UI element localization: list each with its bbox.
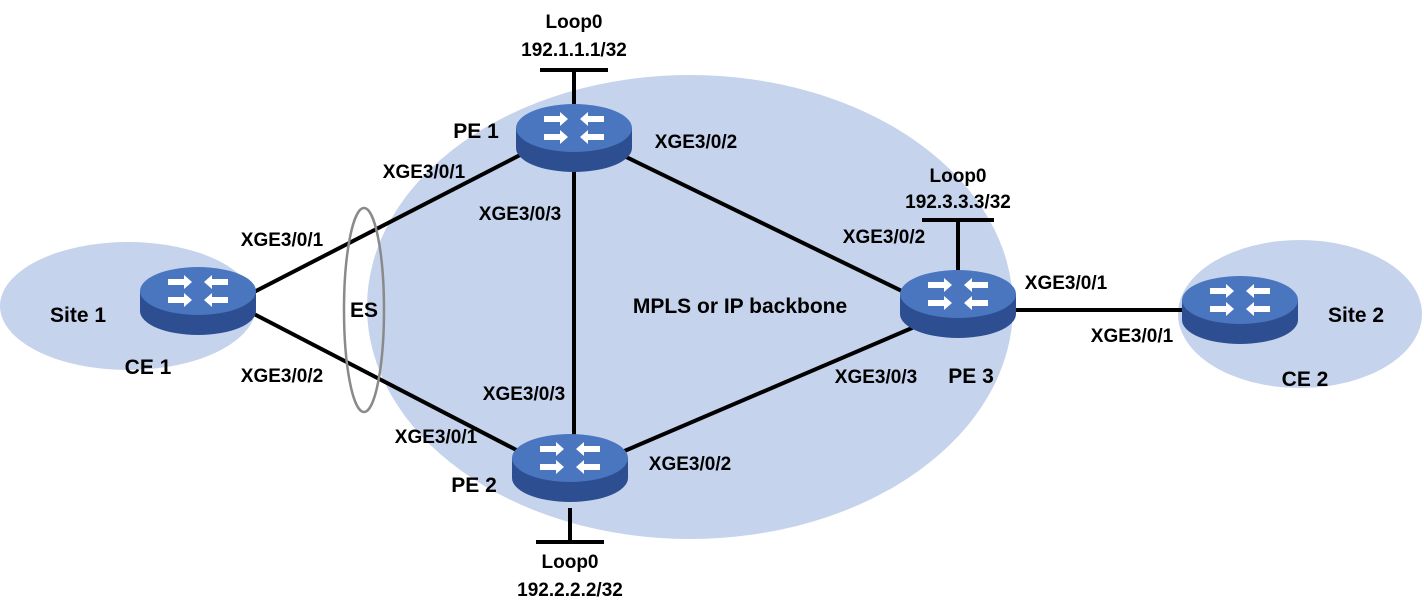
if-ce1-to-pe1: XGE3/0/1 [241, 230, 324, 251]
if-pe1-to-ce1: XGE3/0/1 [383, 162, 466, 183]
if-pe3-to-ce2: XGE3/0/1 [1025, 273, 1108, 294]
link-ce1-pe1 [252, 152, 524, 294]
es-label: ES [350, 299, 378, 322]
ce1-label: CE 1 [125, 356, 172, 379]
pe2-loop-ip: 192.2.2.2/32 [517, 580, 623, 601]
if-pe1-to-pe2: XGE3/0/3 [479, 204, 561, 225]
pe3-loop-ip: 192.3.3.3/32 [905, 192, 1011, 213]
if-pe2-to-ce1: XGE3/0/1 [395, 427, 478, 448]
backbone-region [367, 75, 1013, 539]
if-pe3-to-pe2: XGE3/0/3 [835, 367, 917, 388]
if-pe2-to-pe1: XGE3/0/3 [483, 384, 565, 405]
link-pe2-pe3 [620, 326, 914, 454]
pe3-label: PE 3 [948, 365, 994, 388]
router-icon [900, 270, 1016, 338]
pe2-loop-name: Loop0 [542, 552, 599, 573]
router-icon [512, 434, 628, 502]
pe2-label: PE 2 [451, 474, 497, 497]
pe1-label: PE 1 [453, 120, 499, 143]
if-pe3-to-pe1: XGE3/0/2 [843, 227, 925, 248]
link-pe1-pe3 [618, 152, 910, 296]
if-ce1-to-pe2: XGE3/0/2 [241, 366, 323, 387]
pe1-loop-name: Loop0 [546, 12, 603, 33]
pe3-loop-name: Loop0 [930, 166, 987, 187]
es-ring [342, 206, 386, 414]
if-ce2-to-pe3: XGE3/0/1 [1091, 326, 1174, 347]
labels: MPLS or IP backbone Site 1 Site 2 ES PE … [50, 12, 1384, 601]
router-icon [1182, 276, 1298, 344]
router-icon [140, 267, 256, 335]
if-pe2-to-pe3: XGE3/0/2 [649, 454, 731, 475]
loopback-stubs [536, 68, 994, 544]
links [252, 152, 1192, 457]
site1-label: Site 1 [50, 304, 106, 327]
pe1-loop-ip: 192.1.1.1/32 [521, 40, 627, 61]
site2-label: Site 2 [1328, 304, 1384, 327]
if-pe1-to-pe3: XGE3/0/2 [655, 132, 737, 153]
ce2-label: CE 2 [1282, 368, 1329, 391]
router-icon [516, 104, 632, 172]
link-ce1-pe2 [252, 312, 528, 457]
backbone-label: MPLS or IP backbone [633, 295, 847, 318]
